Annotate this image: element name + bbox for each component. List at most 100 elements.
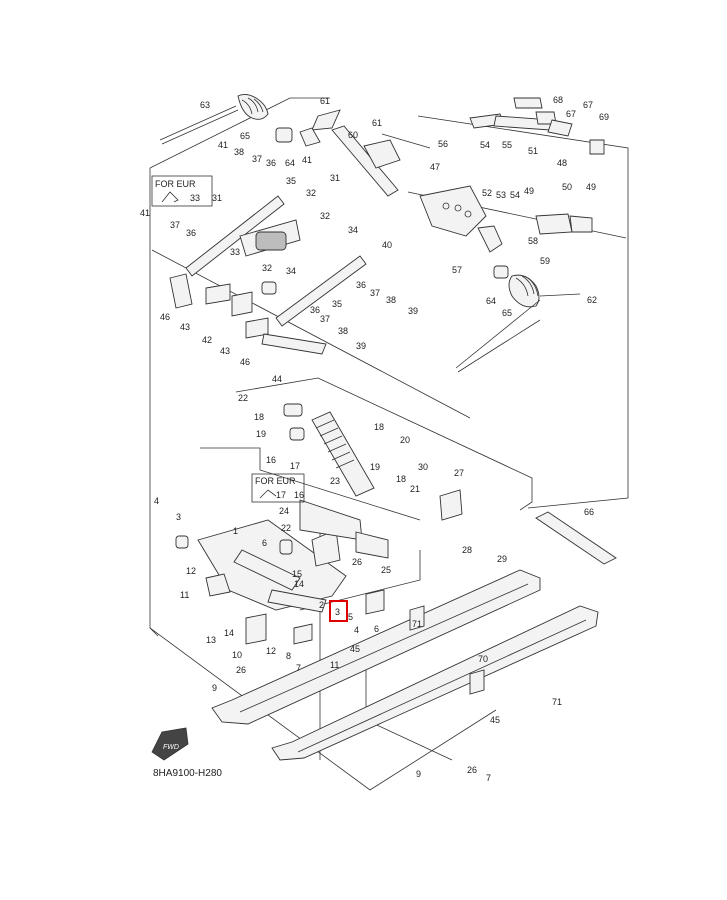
callout: 19 [370,462,380,472]
callout: 40 [382,240,392,250]
callout: 7 [296,663,301,673]
callout: 46 [160,312,170,322]
callout-labels: 68 67 67 69 63 61 61 65 60 54 55 51 48 4… [140,95,609,783]
for-eur-label-upper: FOR EUR [155,179,196,189]
callout: 58 [528,236,538,246]
callout: 34 [348,225,358,235]
callout: 68 [553,95,563,105]
callout: 37 [320,314,330,324]
callout: 16 [266,455,276,465]
rear-arm-assembly [175,499,617,645]
callout: 32 [262,263,272,273]
callout: 37 [370,288,380,298]
callout: 43 [180,322,190,332]
callout: 51 [528,146,538,156]
callout: 14 [294,579,304,589]
callout: 16 [294,490,304,500]
callout: 23 [330,476,340,486]
callout: 5 [348,612,353,622]
upper-arm-links [169,195,367,355]
callout: 21 [410,484,420,494]
callout: 32 [320,211,330,221]
callout: 46 [240,357,250,367]
callout: 22 [238,393,248,403]
callout: 39 [356,341,366,351]
callout: 71 [412,619,422,629]
callout: 45 [490,715,500,725]
callout: 19 [256,429,266,439]
callout: 42 [202,335,212,345]
for-eur-label-lower: FOR EUR [255,476,296,486]
callout: 66 [584,507,594,517]
callout: 12 [186,566,196,576]
callout: 2 [319,600,324,610]
callout: 55 [502,140,512,150]
callout: 6 [262,538,267,548]
callout: 12 [266,646,276,656]
callout: 36 [186,228,196,238]
callout: 67 [583,100,593,110]
callout: 29 [497,554,507,564]
callout: 38 [338,326,348,336]
callout: 11 [180,590,189,600]
callout: 41 [140,208,150,218]
callout: 18 [254,412,264,422]
callout: 60 [348,130,358,140]
callout: 57 [452,265,462,275]
callout: 26 [236,665,246,675]
callout: 38 [386,295,396,305]
callout: 48 [557,158,567,168]
callout: 35 [286,176,296,186]
callout: 44 [272,374,282,384]
callout: 4 [154,496,159,506]
callout: 53 [496,190,506,200]
callout: 8 [286,651,291,661]
callout: 39 [408,306,418,316]
upper-torsion-spring [159,93,269,145]
upper-shafts [275,97,605,197]
callout: 30 [418,462,428,472]
callout: 49 [586,182,596,192]
callout: 22 [281,523,291,533]
callout: 6 [374,624,379,634]
callout: 36 [356,280,366,290]
callout: 41 [302,155,312,165]
callout: 20 [400,435,410,445]
callout: 62 [587,295,597,305]
callout: 43 [220,346,230,356]
callout: 54 [510,190,520,200]
fwd-label: FWD [163,744,179,751]
callout: 28 [462,545,472,555]
callout: 64 [486,296,496,306]
callout: 47 [430,162,440,172]
callout: 38 [234,147,244,157]
callout: 71 [552,697,562,707]
callout: 7 [486,773,491,783]
callout: 24 [279,506,289,516]
callout: 65 [502,308,512,318]
for-eur-box-upper: FOR EUR [151,175,213,207]
callout: 61 [372,118,382,128]
callout: 35 [332,299,342,309]
callout: 18 [396,474,406,484]
callout: 27 [454,468,464,478]
callout: 33 [230,247,240,257]
highlight-box [329,600,348,622]
callout: 36 [266,158,276,168]
callout: 17 [276,490,286,500]
callout: 31 [330,173,340,183]
forward-arrow: FWD [151,727,189,761]
callout: 4 [354,625,359,635]
callout: 18 [374,422,384,432]
callout: 3 [335,607,340,617]
callout: 36 [310,305,320,315]
callout: 37 [170,220,180,230]
callout: 9 [416,769,421,779]
callout: 37 [252,154,262,164]
callout: 50 [562,182,572,192]
callout: 25 [381,565,391,575]
diagram-code: 8HA9100-H280 [153,768,222,779]
shock-absorber [283,403,463,521]
callout: 65 [240,131,250,141]
